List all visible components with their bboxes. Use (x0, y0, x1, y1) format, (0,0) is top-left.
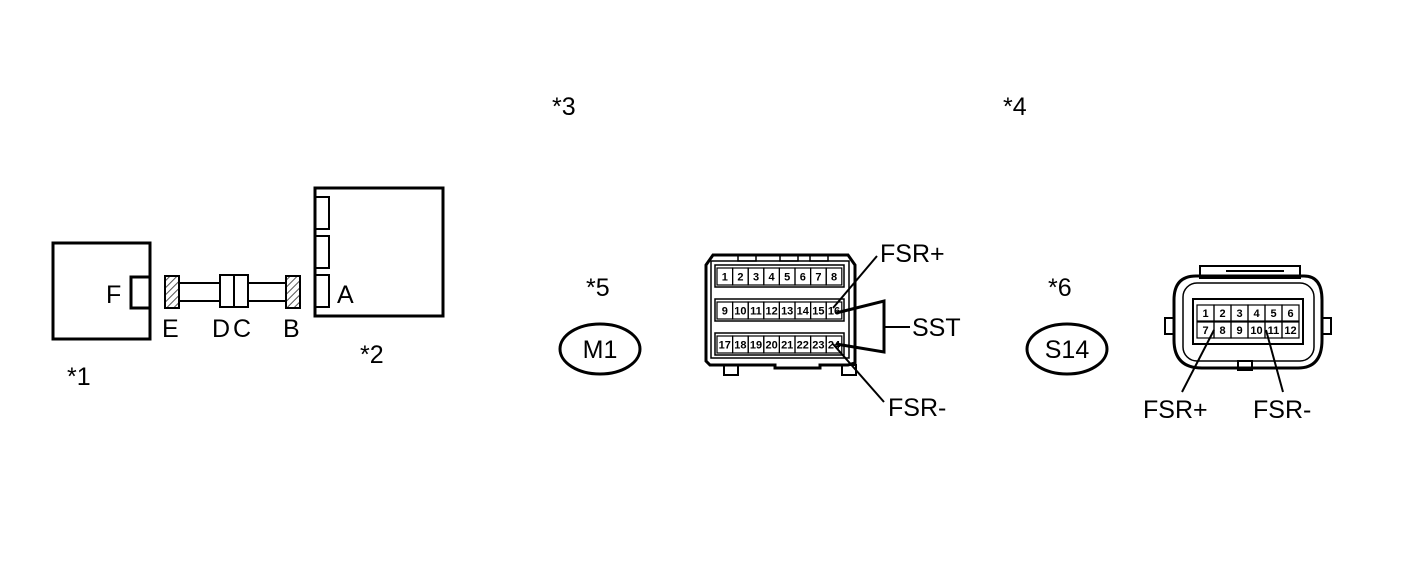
s14-side-left (1164, 317, 1175, 335)
pin-number: 9 (722, 306, 728, 318)
pin-number: 3 (1236, 308, 1242, 320)
pin-number: 9 (1236, 325, 1242, 337)
s14-fsr-minus-label: FSR- (1253, 396, 1311, 424)
m1-top-tab-3 (809, 254, 829, 262)
pin-number: 10 (734, 306, 746, 318)
component-1-box (51, 241, 152, 341)
pin-cell (825, 267, 843, 286)
m1-foot-left (723, 364, 739, 376)
label-f: F (106, 281, 121, 309)
callout-2: *2 (360, 341, 384, 369)
connector-a (314, 274, 330, 308)
m1-top-tab-2 (779, 254, 799, 262)
pin-number: 8 (831, 272, 837, 284)
component-2-slot-2 (314, 235, 330, 269)
m1-housing (704, 253, 857, 370)
pin-number: 12 (1284, 325, 1296, 337)
callout-5: *5 (586, 274, 610, 302)
pin-number: 22 (797, 340, 809, 352)
m1-fsr-plus-label: FSR+ (880, 240, 945, 268)
pin-number: 5 (1270, 308, 1276, 320)
s14-housing-outer (1172, 274, 1324, 370)
pin-number: 11 (750, 306, 762, 318)
s14-fsr-plus-leader (1181, 329, 1215, 393)
sst-label: SST (912, 314, 961, 342)
connector-s14-badge: S14 (1025, 322, 1109, 376)
s14-latch (1199, 265, 1301, 279)
pin-number: 16 (828, 306, 840, 318)
s14-fsr-plus: FSR+ (1143, 329, 1215, 424)
m1-fsr-minus: FSR- (832, 343, 946, 422)
pin-number: 8 (1219, 325, 1225, 337)
m1-pin-grid: 123456789101112131415161718192021222324 (716, 267, 843, 354)
pin-number: 17 (719, 340, 731, 352)
connector-f (129, 275, 152, 310)
pin-number: 7 (815, 272, 821, 284)
connector-m1-badge: M1 (558, 322, 642, 376)
connector-m1: 123456789101112131415161718192021222324 (704, 253, 857, 376)
connector-e (164, 275, 180, 309)
pin-number: 4 (1253, 308, 1260, 320)
s14-fsr-minus: FSR- (1253, 329, 1311, 424)
m1-top-tab-1 (737, 254, 757, 262)
connector-d (219, 274, 235, 308)
label-c: C (233, 315, 251, 343)
pin-number: 4 (769, 272, 776, 284)
pin-number: 19 (750, 340, 762, 352)
pin-cell (1281, 304, 1300, 322)
pin-number: 2 (1219, 308, 1225, 320)
pin-number: 14 (797, 306, 810, 318)
pin-number: 5 (784, 272, 790, 284)
callout-3: *3 (552, 93, 576, 121)
pin-cell (1281, 321, 1300, 339)
pin-number: 6 (1287, 308, 1293, 320)
sst-probe (835, 299, 886, 354)
pin-number: 1 (722, 272, 728, 284)
connector-b (285, 275, 301, 309)
label-a: A (337, 281, 354, 309)
s14-fsr-plus-label: FSR+ (1143, 396, 1208, 424)
pin-number: 23 (812, 340, 824, 352)
callout-1: *1 (67, 363, 91, 391)
pin-number: 18 (734, 340, 746, 352)
pin-number: 11 (1268, 325, 1280, 337)
pin-number: 7 (1202, 325, 1208, 337)
pin-number: 13 (781, 306, 793, 318)
m1-fsr-plus-leader (832, 255, 878, 309)
pin-number: 6 (800, 272, 806, 284)
harness-overview: F E D C B A *1 *2 (51, 186, 445, 391)
callout-4: *4 (1003, 93, 1027, 121)
pin-number: 15 (812, 306, 824, 318)
m1-row-frame-1 (714, 264, 845, 288)
component-2-slot-1 (314, 196, 330, 230)
m1-fsr-minus-leader (832, 343, 885, 403)
connector-c (233, 274, 249, 308)
s14-side-right (1321, 317, 1332, 335)
connector-s14-id: S14 (1045, 336, 1090, 364)
pin-number: 3 (753, 272, 759, 284)
label-d: D (212, 315, 230, 343)
m1-fsr-plus: FSR+ (832, 240, 945, 309)
pin-number: 2 (737, 272, 743, 284)
s14-bottom-tab (1237, 360, 1253, 371)
connector-m1-id: M1 (583, 336, 618, 364)
pin-number: 12 (765, 306, 777, 318)
callout-6: *6 (1048, 274, 1072, 302)
pin-number: 1 (1202, 308, 1208, 320)
m1-sst-tool: SST (835, 299, 961, 354)
s14-pin-frame (1192, 298, 1304, 345)
s14-fsr-minus-leader (1265, 329, 1284, 393)
pin-number: 21 (781, 340, 793, 352)
label-b: B (283, 315, 300, 343)
m1-fsr-minus-label: FSR- (888, 394, 946, 422)
pin-number: 10 (1250, 325, 1262, 337)
pin-number: 20 (765, 340, 777, 352)
component-2-box (313, 186, 445, 318)
label-e: E (162, 315, 179, 343)
